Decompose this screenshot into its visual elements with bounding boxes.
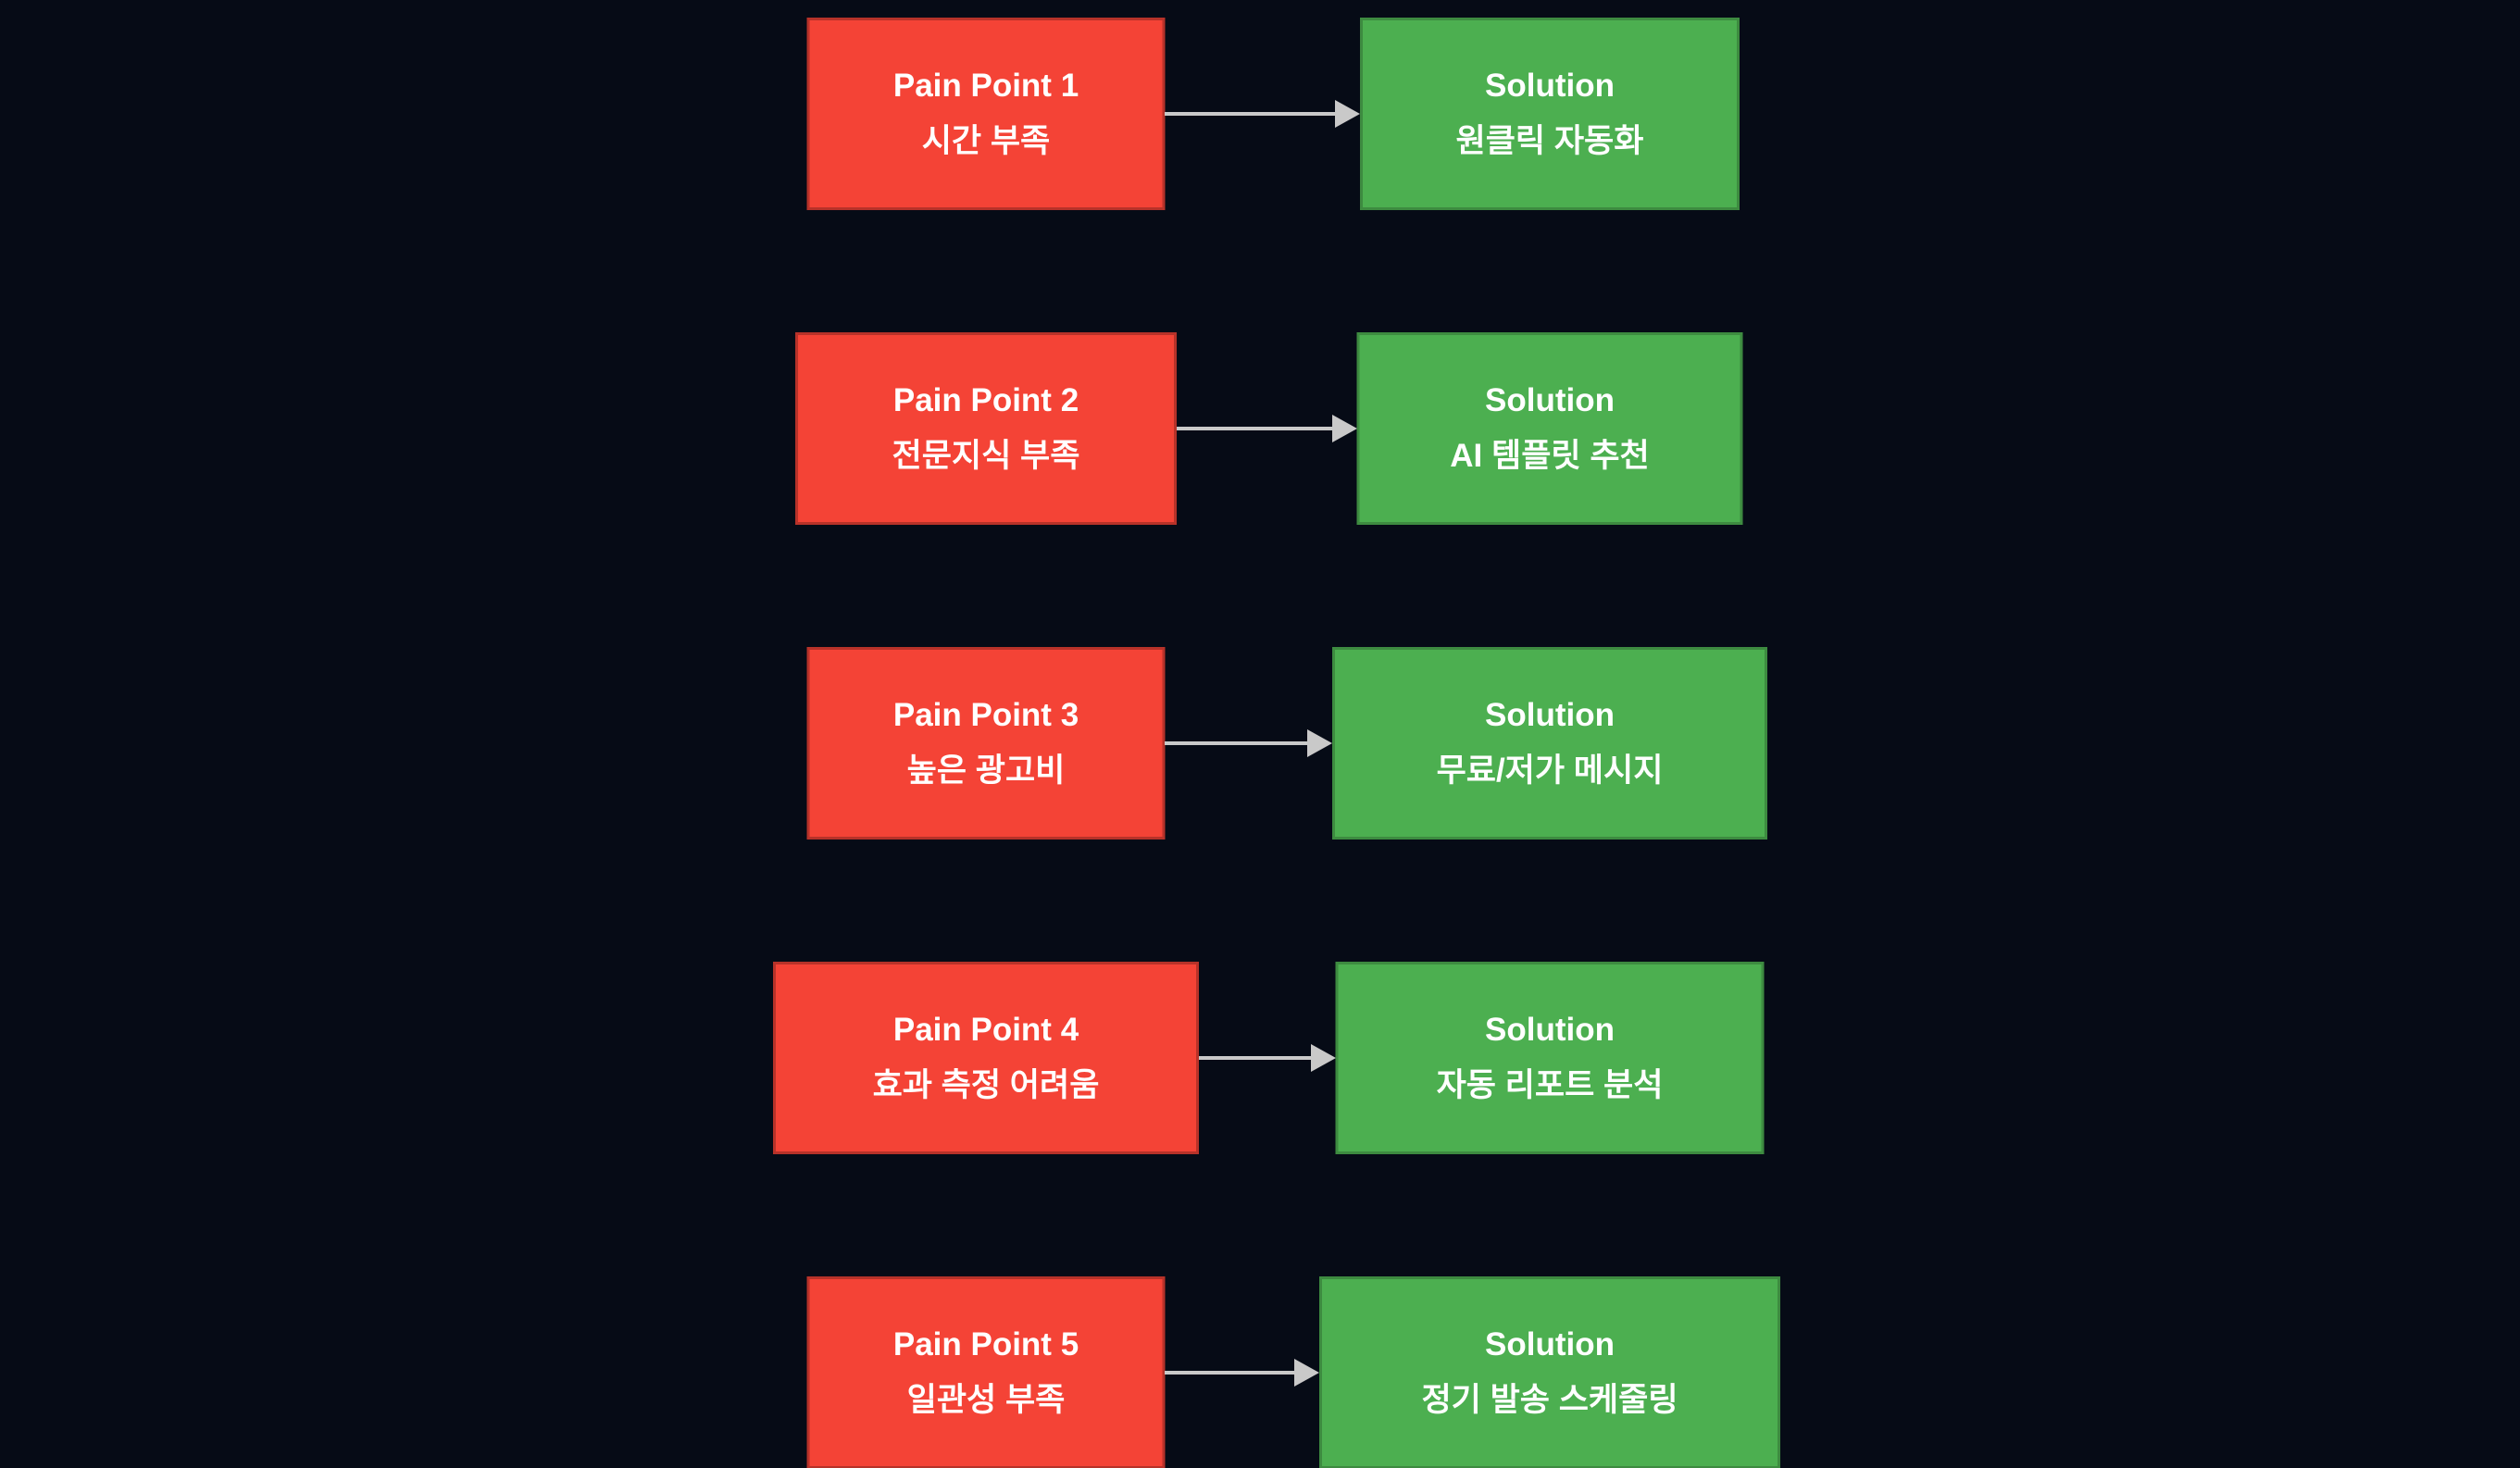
diagram-row-5: Pain Point 5 일관성 부족 Solution 정기 발송 스케줄링 [0, 1276, 2520, 1468]
pain-point-2-title: Pain Point 2 [892, 381, 1079, 418]
arrow-head-icon [1311, 1044, 1336, 1072]
arrow-head-icon [1335, 100, 1360, 128]
pain-point-1-title: Pain Point 1 [892, 67, 1079, 104]
arrow-connector [1199, 1043, 1336, 1073]
pain-point-1-subtitle: 시간 부족 [921, 123, 1051, 159]
arrow-connector [1165, 728, 1332, 758]
pain-point-3-title: Pain Point 3 [892, 696, 1079, 733]
pain-point-2-box: Pain Point 2 전문지식 부족 [795, 332, 1177, 525]
arrow-head-icon [1332, 415, 1357, 442]
pain-point-1-box: Pain Point 1 시간 부족 [806, 18, 1166, 210]
pain-point-5-title: Pain Point 5 [892, 1325, 1079, 1362]
solution-1-subtitle: 원클릭 자동화 [1455, 123, 1644, 159]
solution-3-box: Solution 무료/저가 메시지 [1332, 647, 1767, 840]
pain-point-4-title: Pain Point 4 [892, 1011, 1079, 1048]
pain-point-3-subtitle: 높은 광고비 [906, 753, 1066, 789]
diagram-row-4: Pain Point 4 효과 측정 어려움 Solution 자동 리포트 분… [0, 962, 2520, 1154]
diagram-row-3: Pain Point 3 높은 광고비 Solution 무료/저가 메시지 [0, 647, 2520, 840]
solution-4-subtitle: 자동 리포트 분석 [1436, 1067, 1664, 1103]
solution-5-box: Solution 정기 발송 스케줄링 [1319, 1276, 1780, 1468]
solution-4-title: Solution [1485, 1011, 1615, 1048]
solution-3-subtitle: 무료/저가 메시지 [1436, 753, 1664, 789]
arrow-connector [1165, 99, 1360, 129]
pain-point-4-subtitle: 효과 측정 어려움 [872, 1067, 1100, 1103]
arrow-shaft [1177, 427, 1332, 430]
diagram-row-1: Pain Point 1 시간 부족 Solution 원클릭 자동화 [0, 18, 2520, 210]
solution-5-title: Solution [1485, 1325, 1615, 1362]
pain-point-2-subtitle: 전문지식 부족 [892, 438, 1080, 474]
solution-2-subtitle: AI 템플릿 추천 [1450, 438, 1650, 474]
pain-point-5-subtitle: 일관성 부족 [906, 1382, 1066, 1418]
solution-2-title: Solution [1485, 381, 1615, 418]
solution-4-box: Solution 자동 리포트 분석 [1335, 962, 1765, 1154]
arrow-connector [1165, 1358, 1319, 1387]
pain-point-5-box: Pain Point 5 일관성 부족 [806, 1276, 1166, 1468]
arrow-shaft [1165, 741, 1307, 745]
arrow-connector [1177, 414, 1357, 443]
solution-1-box: Solution 원클릭 자동화 [1360, 18, 1740, 210]
arrow-head-icon [1294, 1359, 1319, 1387]
pain-point-3-box: Pain Point 3 높은 광고비 [806, 647, 1166, 840]
solution-1-title: Solution [1485, 67, 1615, 104]
arrow-shaft [1165, 1371, 1294, 1375]
solution-3-title: Solution [1485, 696, 1615, 733]
solution-2-box: Solution AI 템플릿 추천 [1356, 332, 1743, 525]
arrow-head-icon [1307, 729, 1332, 757]
pain-point-4-box: Pain Point 4 효과 측정 어려움 [773, 962, 1199, 1154]
arrow-shaft [1165, 112, 1335, 116]
diagram-row-2: Pain Point 2 전문지식 부족 Solution AI 템플릿 추천 [0, 332, 2520, 525]
solution-5-subtitle: 정기 발송 스케줄링 [1421, 1382, 1678, 1418]
arrow-shaft [1199, 1056, 1311, 1060]
